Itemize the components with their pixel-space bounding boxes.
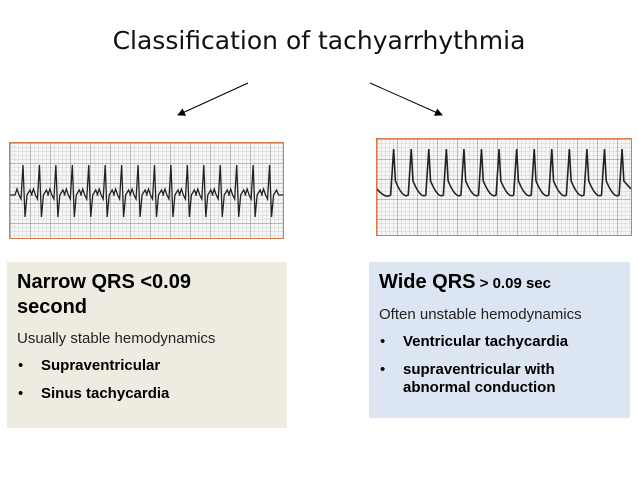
wide-subtitle: Often unstable hemodynamics (379, 306, 582, 323)
wide-qrs-heading: Wide QRS > 0.09 sec (379, 271, 551, 293)
ecg-strip-wide (376, 138, 632, 236)
narrow-qrs-panel: Narrow QRS <0.09 second Usually stable h… (7, 262, 287, 428)
list-item: supraventricular with abnormal conductio… (379, 361, 620, 397)
ecg-wide-trace (377, 148, 631, 197)
arrow-right (369, 82, 443, 116)
narrow-subtitle: Usually stable hemodynamics (17, 330, 216, 347)
narrow-list: Supraventricular Sinus tachycardia (17, 357, 277, 403)
arrow-left (177, 82, 249, 116)
ecg-narrow-trace (10, 164, 283, 218)
narrow-qrs-heading: Narrow QRS <0.09 second (17, 271, 191, 318)
list-item: Sinus tachycardia (17, 385, 277, 403)
list-item: Supraventricular (17, 357, 277, 375)
ecg-strip-narrow (9, 142, 284, 239)
wide-list: Ventricular tachycardia supraventricular… (379, 333, 620, 397)
list-item: Ventricular tachycardia (379, 333, 620, 351)
page-title: Classification of tachyarrhythmia (112, 26, 526, 55)
wide-qrs-panel: Wide QRS > 0.09 sec Often unstable hemod… (369, 262, 630, 418)
